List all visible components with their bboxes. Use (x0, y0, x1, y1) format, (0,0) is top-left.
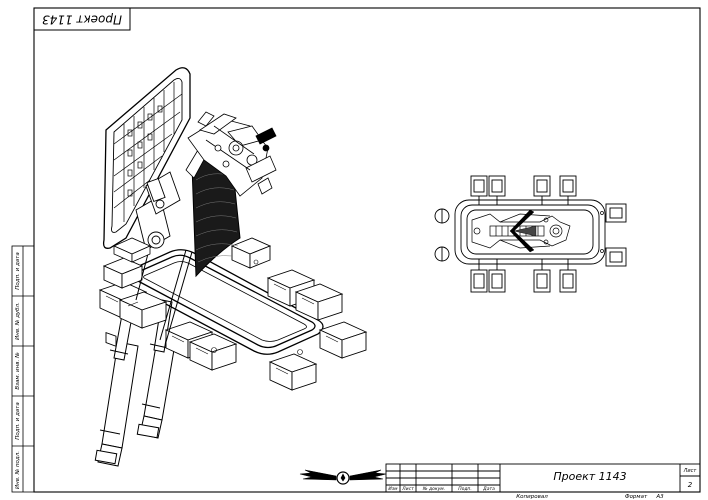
col-label-list: Лист (401, 486, 414, 492)
sheet-number: 2 (688, 481, 693, 489)
side-label-3: Взам. инв. № (15, 352, 21, 390)
sheet-label: Лист (683, 468, 698, 474)
side-label-2: Инв. № дубл. (15, 302, 21, 340)
format-value: А3 (655, 494, 664, 500)
side-label-1: Подп. и дата (15, 252, 21, 290)
plan-view-fan (509, 209, 537, 253)
plan-view (434, 175, 627, 293)
format-label: Формат (625, 494, 648, 500)
col-label-date: Дата (482, 486, 495, 492)
col-label-doc: № докум. (422, 486, 445, 492)
title-block (385, 463, 701, 493)
side-stamp (11, 245, 35, 493)
panel-hinge (135, 171, 181, 251)
grid-panel-cells (113, 82, 183, 222)
copied-label: Копировал (516, 494, 548, 500)
top-mechanism (187, 111, 277, 197)
base-modules (98, 237, 368, 391)
side-stamp-labels: Подп. и дата Инв. № дубл. Взам. инв. № П… (15, 252, 21, 489)
module-details (105, 259, 339, 375)
top-stamp-text: Проект 1143 (42, 13, 122, 27)
hydraulic-cylinders (94, 299, 177, 467)
panel-base-plates (113, 237, 151, 263)
side-label-4: Подп. и дата (15, 402, 21, 440)
col-label-izm: Изм (388, 486, 398, 492)
side-label-5: Инв. № подл. (15, 451, 21, 489)
winged-logo (299, 469, 387, 485)
col-label-sign: Подп. (458, 486, 472, 492)
title-block-text: Проект 1143 Изм Лист № докум. Подп. Дата… (388, 468, 697, 500)
grid-panel (102, 67, 191, 249)
title-block-title: Проект 1143 (553, 470, 626, 483)
plan-view-mechanism (471, 211, 604, 253)
top-stamp: Проект 1143 (33, 7, 131, 31)
